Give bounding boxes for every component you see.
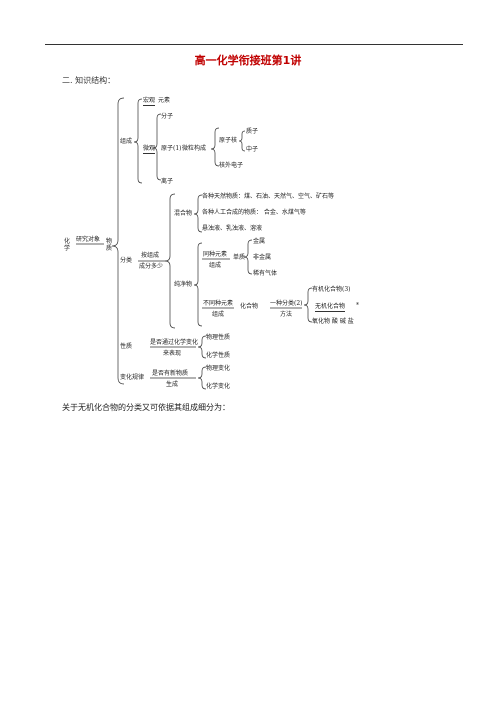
change-physical: 物理变化	[206, 365, 231, 372]
mixture-label: 混合物	[174, 210, 193, 217]
compound-bracket	[303, 287, 313, 323]
same-element-bottom: 组成	[209, 262, 222, 269]
changes-label: 变化规律	[120, 374, 145, 381]
macro-item: 元素	[158, 97, 171, 104]
root-edge-label: 研究对象	[76, 236, 101, 243]
micro-bracket	[152, 113, 162, 181]
changes-cond-bottom: 生成	[166, 381, 179, 388]
atom-label: 原子	[161, 145, 174, 152]
ion-label: 离子	[161, 178, 174, 185]
properties-cond-bottom: 来表现	[163, 350, 182, 357]
page-title: 高一化学衔接班第1讲	[194, 54, 302, 67]
nucleus-label: 原子核	[219, 137, 238, 144]
changes-cond-top: 是否有新物质	[152, 370, 189, 377]
particle-bracket	[210, 127, 220, 167]
basis-top: 按组成	[141, 252, 160, 259]
molecule-label: 分子	[161, 113, 174, 120]
diff-element-bottom: 组成	[212, 311, 225, 318]
simple-item-noble-gas: 稀有气体	[253, 270, 278, 277]
mixture-bracket	[193, 194, 203, 233]
properties-bracket	[197, 335, 207, 359]
main-bracket	[111, 97, 125, 385]
header-rule	[45, 44, 463, 45]
particle-label: 微粒构成	[182, 145, 207, 152]
pure-bracket	[193, 242, 203, 327]
proton-label: 质子	[246, 128, 259, 135]
change-chemical: 化学变化	[206, 383, 231, 390]
mixture-item-3: 悬浊液、乳浊液、溶液	[202, 225, 263, 232]
inorganic-detail: 氧化物 酸 碱 盐	[312, 318, 354, 325]
classification-label: 分类	[120, 257, 133, 264]
simple-item-nonmetal: 非金属	[253, 254, 272, 261]
star-mark: *	[356, 302, 359, 309]
mixture-item-1: 各种天然物质：煤、石油、天然气、空气、矿石等	[202, 193, 335, 200]
method-top: 一种分类(2)	[270, 300, 303, 307]
inorganic-label: 无机化合物	[315, 303, 346, 312]
note-1: (1)	[173, 145, 182, 152]
properties-cond-top: 是否通过化学变化	[150, 339, 199, 346]
compound-label: 化合物	[240, 303, 259, 310]
pure-label: 纯净物	[174, 281, 193, 288]
property-physical: 物理性质	[206, 334, 231, 341]
changes-bracket	[197, 366, 207, 390]
method-bottom: 方法	[280, 311, 293, 318]
neutron-label: 中子	[246, 146, 259, 153]
properties-label: 性质	[120, 343, 133, 350]
composition-label: 组成	[120, 138, 133, 145]
diff-element-top: 不同种元素	[203, 300, 234, 307]
electron-label: 核外电子	[219, 162, 244, 169]
mixture-item-2: 各种人工合成的物质： 合金、水煤气等	[202, 209, 306, 216]
same-element-top: 同种元素	[203, 251, 228, 258]
footer-text: 关于无机化合物的分类又可依据其组成细分为：	[62, 403, 230, 412]
macro-label: 宏观	[143, 97, 156, 106]
root-label: 化学	[64, 238, 71, 252]
simple-item-metal: 金属	[253, 238, 266, 245]
root-target-label: 物质	[106, 238, 113, 252]
property-chemical: 化学性质	[206, 352, 231, 359]
nucleus-bracket	[238, 130, 246, 152]
organic-label: 有机化合物(3)	[312, 286, 351, 293]
composition-bracket	[133, 98, 143, 184]
micro-label: 微观	[143, 145, 156, 154]
basis-bottom: 成分多少	[139, 263, 164, 270]
simple-bracket	[243, 239, 253, 275]
section-heading: 二. 知识结构：	[62, 76, 116, 85]
simple-label: 单质	[233, 254, 246, 261]
